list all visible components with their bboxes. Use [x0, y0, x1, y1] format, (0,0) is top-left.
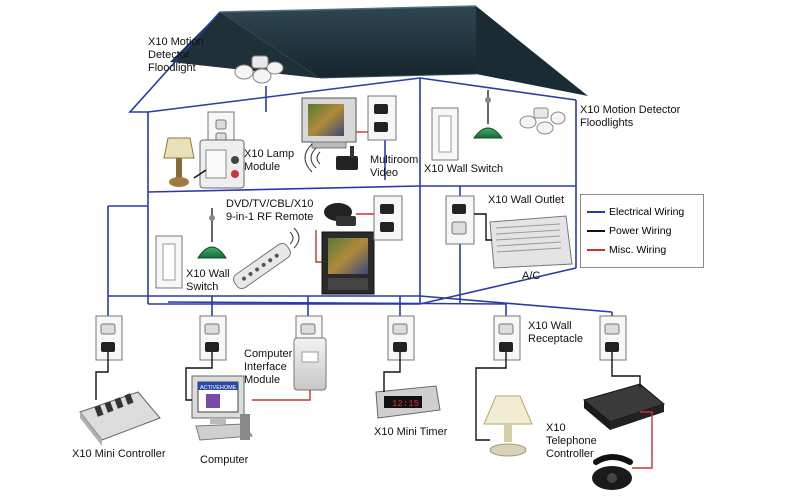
ac-outlet: [445, 195, 475, 245]
label-motion-right: X10 Motion Detector Floodlights: [580, 104, 681, 129]
computer-screen-brand: ACTIVEHOME: [200, 385, 237, 391]
mini-controller: [79, 352, 161, 446]
label-motion-left: X10 Motion Detector Floodlight: [148, 36, 204, 74]
house-frame: [107, 11, 613, 316]
outlet-mini-controller: [95, 315, 123, 361]
wall-switch-lower: [155, 235, 183, 289]
telephone: [592, 411, 653, 490]
legend-electrical: Electrical Wiring: [587, 205, 684, 219]
lamp-module: [199, 139, 245, 189]
pendant-lamp-upper: [473, 90, 503, 139]
label-rf-remote: DVD/TV/CBL/X10 9-in-1 RF Remote: [226, 198, 314, 223]
legend-electrical-swatch: [587, 211, 605, 214]
outlet-receptacle: [493, 315, 521, 361]
label-computer: Computer: [200, 454, 249, 466]
av-sender-upper: [304, 143, 358, 173]
air-conditioner: [474, 213, 573, 269]
av-outlet-lower: [356, 195, 403, 241]
roof: [170, 5, 588, 96]
label-mini-timer: X10 Mini Timer: [374, 426, 448, 438]
tv-upper: [301, 97, 357, 149]
label-wall-switch-upper: X10 Wall Switch: [424, 163, 504, 175]
label-mini-controller: X10 Mini Controller: [72, 448, 166, 460]
label-ac: A/C: [522, 270, 541, 282]
legend-misc: Misc. Wiring: [587, 243, 666, 257]
wall-switch-upper: [431, 107, 459, 161]
motion-floodlight-left: [234, 55, 284, 84]
pendant-lamp-lower: [197, 208, 227, 259]
label-telephone-controller: X10 Telephone Controller: [546, 422, 597, 460]
outlet-computer: [199, 315, 227, 361]
legend-power-swatch: [587, 230, 605, 233]
outlet-telephone: [599, 315, 627, 361]
computer-interface-cable: [252, 390, 311, 401]
computer-interface-module: [293, 337, 327, 391]
av-receiver-lower: [324, 203, 356, 226]
label-lamp-module: X10 Lamp Module: [244, 148, 295, 173]
computer: ACTIVEHOME: [185, 352, 253, 441]
outlet-timer: [387, 315, 415, 361]
telephone-controller: [582, 352, 666, 430]
rf-remote: [233, 227, 300, 290]
legend-misc-swatch: [587, 249, 605, 252]
receptacle-lamp: [475, 352, 533, 457]
label-computer-interface: Computer Interface Module: [244, 348, 293, 386]
tv-lower: [315, 230, 375, 295]
label-wall-receptacle: X10 Wall Receptacle: [528, 320, 584, 345]
mini-timer: 12:15: [375, 352, 441, 419]
label-wall-outlet: X10 Wall Outlet: [488, 194, 565, 206]
motion-floodlight-right: [519, 107, 566, 135]
legend-power: Power Wiring: [587, 224, 671, 238]
label-wall-switch-lower: X10 Wall Switch: [186, 268, 230, 293]
wiring-legend: Electrical Wiring Power Wiring Misc. Wir…: [580, 194, 704, 268]
label-multiroom-video: Multiroom Video: [370, 154, 419, 179]
multiroom-outlet: [356, 95, 397, 141]
table-lamp: [163, 137, 207, 187]
timer-display: 12:15: [392, 399, 419, 409]
